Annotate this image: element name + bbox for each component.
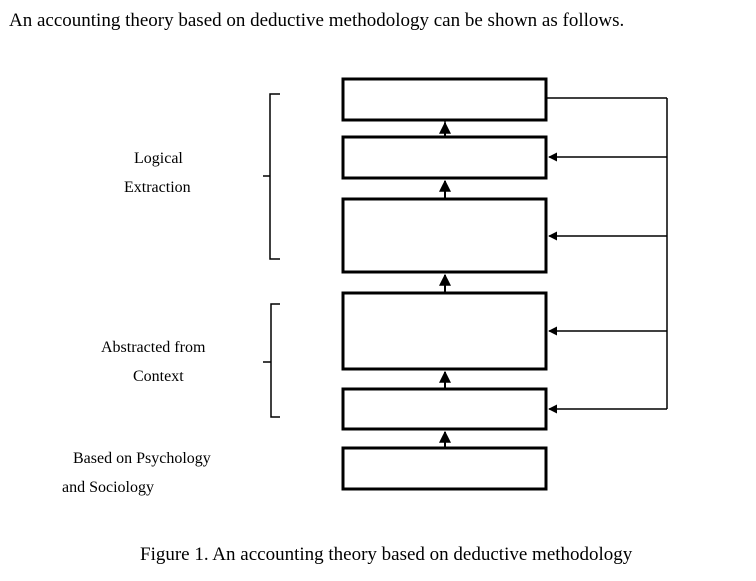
feedback-loop [546,97,668,414]
label-based-line1: Based on Psychology [73,450,211,467]
label-abstracted-line1: Abstracted from [101,339,206,356]
label-logical-extraction: Logical Extraction [124,144,191,202]
label-logical-line1: Logical [134,150,183,167]
label-based-line2: and Sociology [62,479,154,496]
level-box-2 [341,135,548,180]
level-box-4 [341,291,548,371]
intro-text: An accounting theory based on deductive … [9,10,625,31]
label-based-on-psychology: Based on Psychology and Sociology [62,444,211,502]
figure-caption: Figure 1. An accounting theory based on … [140,544,633,565]
bracket-logical-extraction [263,93,280,260]
level-box-3 [341,197,548,274]
label-abstracted-from-context: Abstracted from Context [101,333,205,391]
level-box-6 [341,446,548,491]
label-abstracted-line2: Context [133,368,184,385]
level-box-5 [341,387,548,431]
label-logical-line2: Extraction [124,179,191,196]
level-box-1 [341,77,548,122]
bracket-abstracted-from-context [263,303,280,418]
